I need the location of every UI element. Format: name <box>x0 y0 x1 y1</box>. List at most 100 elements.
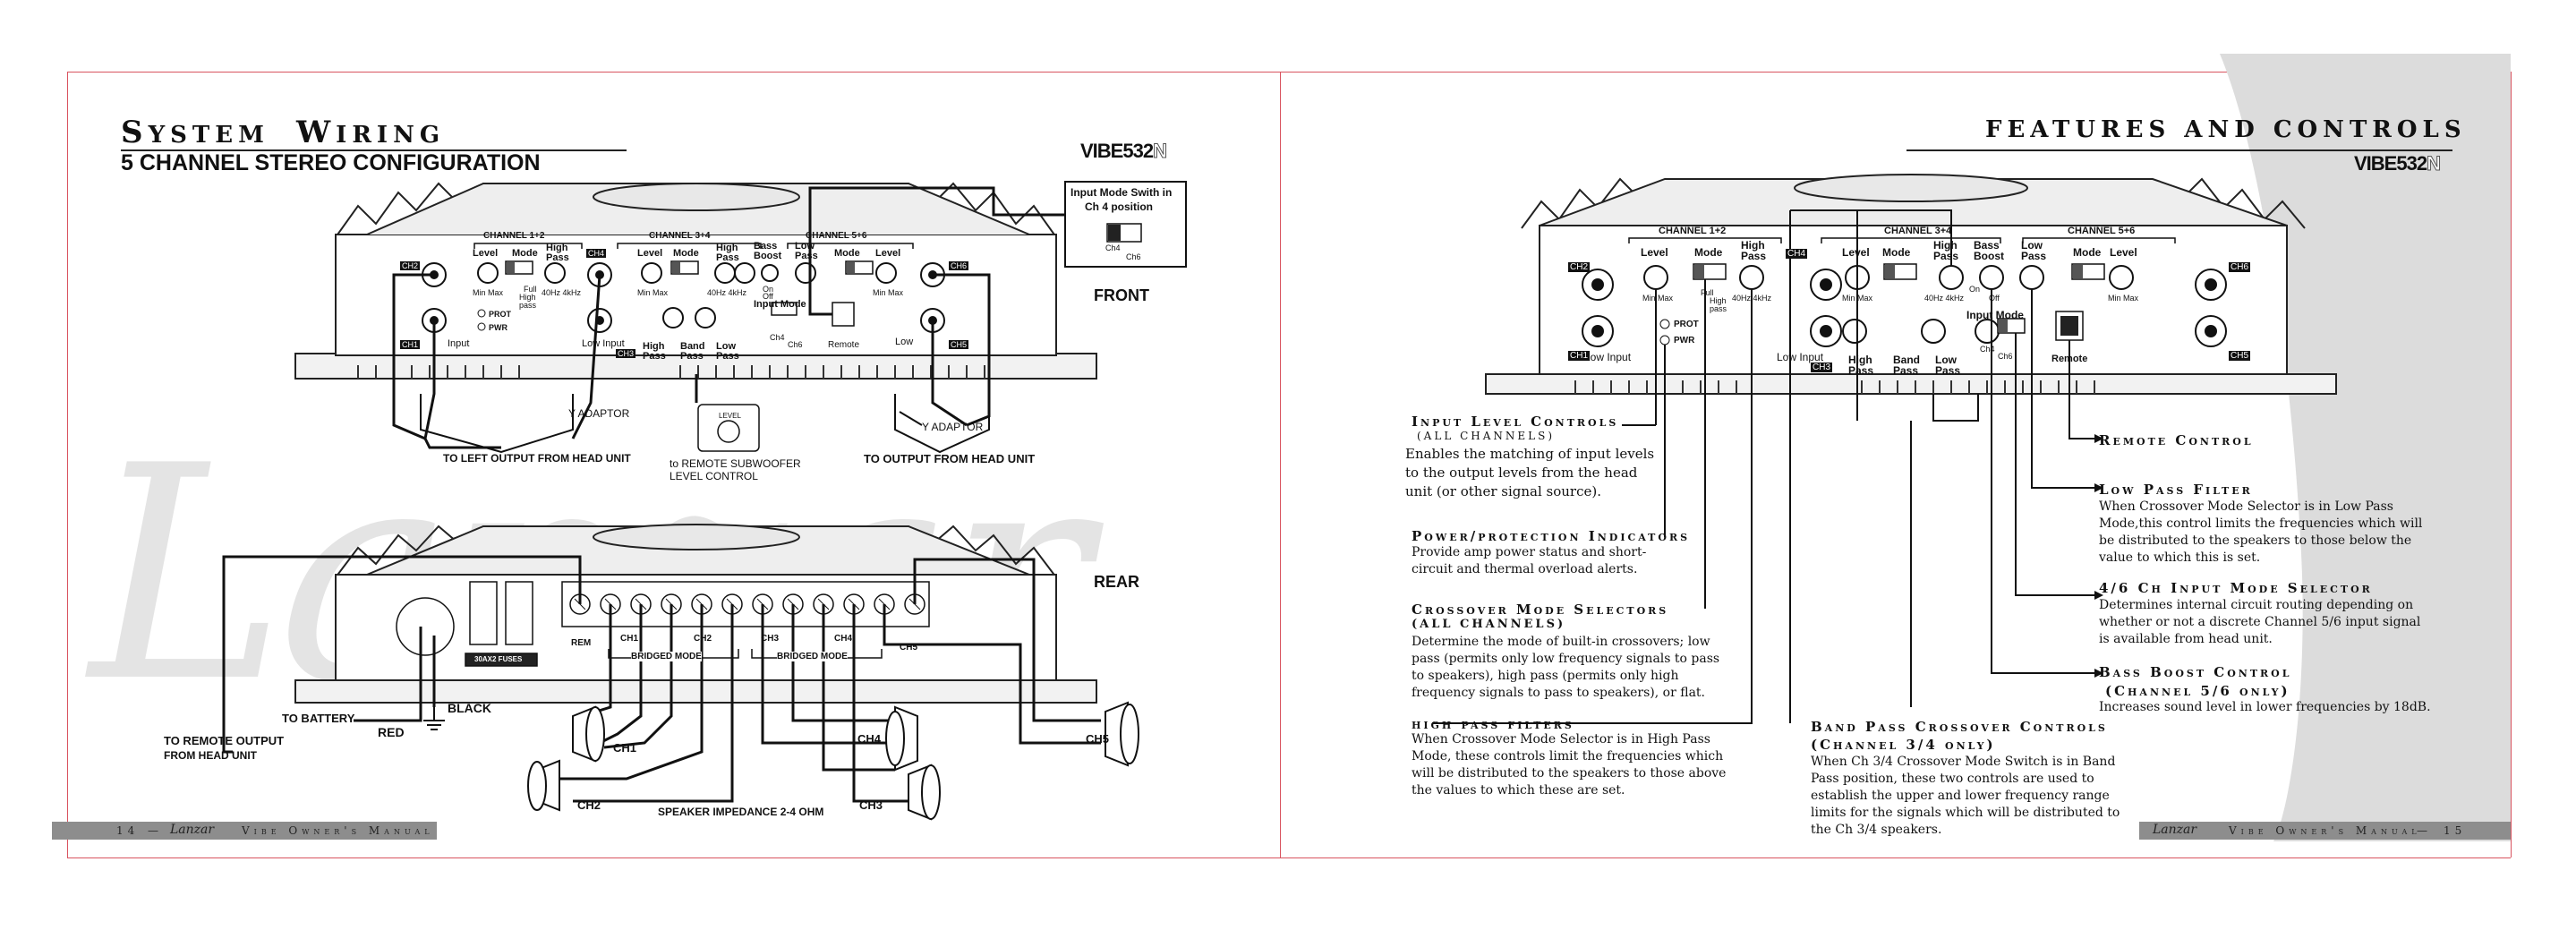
front-prot-label: PROT <box>489 310 512 319</box>
right-page-title: FEATURES AND CONTROLS <box>1985 116 2467 143</box>
rp-full-1: Full <box>1701 288 1714 297</box>
front-pwr-label: PWR <box>489 323 508 332</box>
rear-fuse-label: 30AX2 FUSES <box>474 655 523 663</box>
rp-bandpass-b: Band Pass <box>1893 354 1920 377</box>
front-ch3-tag: CH3 <box>616 349 636 358</box>
front-low-pass-label: Low Pass <box>795 241 818 261</box>
rp-level-2: Level <box>1842 246 1870 259</box>
rear-ch1-label: CH1 <box>620 634 639 644</box>
callout-line-2: Ch 4 position <box>1085 201 1153 213</box>
rp-hz-1: 40Hz 4kHz <box>1732 294 1772 303</box>
rear-ch4-label: CH4 <box>834 634 853 644</box>
rp-minmax-2: Min Max <box>1842 294 1873 303</box>
channel-header-34: CHANNEL 3+4 <box>649 231 711 241</box>
title-letter: W <box>295 115 337 150</box>
rp-input-mode: Input Mode <box>1966 309 2024 321</box>
front-ch6-tag: CH6 <box>949 261 969 270</box>
front-ch1-tag: CH1 <box>400 340 421 349</box>
rp-minmax-3: Min Max <box>2108 294 2139 303</box>
title-word: YSTEM <box>148 122 269 149</box>
left-footer-manual: Vibe Owner's Manual <box>242 824 434 837</box>
channel-header-56: CHANNEL 5+6 <box>806 231 867 241</box>
feature-crossover-text: Determine the mode of built-in crossover… <box>1412 635 1720 700</box>
rear-bridged-label-2: BRIDGED MODE <box>777 652 848 661</box>
left-model-name: VIBE532N <box>1080 140 1167 163</box>
rear-rem-label: REM <box>571 638 592 648</box>
model-suffix: N <box>2427 152 2442 175</box>
front-bandpass-b: Band Pass <box>680 341 705 362</box>
speaker-impedance-label: SPEAKER IMPEDANCE 2-4 OHM <box>658 806 824 818</box>
callout-ch4: Ch4 <box>1105 243 1121 252</box>
speaker-ch3-label: CH3 <box>859 798 883 812</box>
front-ch4-label: Ch4 <box>770 333 785 342</box>
front-input-mode-label: Input Mode <box>754 299 806 310</box>
rp-mode-2: Mode <box>1882 246 1911 259</box>
feature-crossover-sub: (ALL CHANNELS) <box>1412 618 1566 631</box>
front-high-pass-label: High Pass <box>546 243 569 263</box>
remote-knob-label: LEVEL <box>719 412 741 420</box>
feature-highpass-heading: high pass filters <box>1412 716 1574 732</box>
left-footer-dash: — <box>148 824 163 837</box>
feature-bandpass-heading: Band Pass Crossover Controls <box>1811 719 2108 735</box>
front-level-label-3: Level <box>875 248 901 259</box>
feature-ch46-heading: 4/6 Ch Input Mode Selector <box>2099 580 2373 596</box>
rp-channel-header-56: CHANNEL 5+6 <box>2068 226 2136 236</box>
rp-hz-2: 40Hz 4kHz <box>1924 294 1965 303</box>
remote-sub-line-2: LEVEL CONTROL <box>670 470 758 482</box>
rear-ch5-label: CH5 <box>900 643 918 653</box>
front-level-label-2: Level <box>637 248 663 259</box>
rp-highpass-s-1: High pass <box>1710 296 1727 313</box>
front-high-pass-small: High pass <box>519 293 537 310</box>
speaker-ch4-label: CH4 <box>857 732 882 746</box>
rp-low-input-2: Low Input <box>1777 351 1824 363</box>
feature-bassboost-sub: (Channel 5/6 only) <box>2105 683 2290 699</box>
rp-low-input-1: Low Input <box>1584 351 1632 363</box>
rear-ch3-label: CH3 <box>761 634 780 644</box>
channel-header-12: CHANNEL 1+2 <box>483 231 545 241</box>
rp-channel-header-12: CHANNEL 1+2 <box>1659 226 1727 236</box>
front-full-label: Full <box>524 285 537 294</box>
right-footer-manual: Vibe Owner's Manual <box>2229 824 2421 837</box>
rp-highpass-1: High Pass <box>1741 239 1767 262</box>
front-label: FRONT <box>1094 286 1149 304</box>
feature-ch46-text: Determines internal circuit routing depe… <box>2099 598 2421 646</box>
front-hz-label-2: 40Hz 4kHz <box>707 288 747 297</box>
y-adaptor-label-2: Y ADAPTOR <box>922 421 984 433</box>
right-footer-bar <box>2139 822 2511 840</box>
to-remote-output-line-1: TO REMOTE OUTPUT <box>164 734 285 747</box>
front-off-label: Off <box>763 292 773 301</box>
callout-ch6: Ch6 <box>1126 252 1141 261</box>
speaker-ch2-label: CH2 <box>577 798 601 812</box>
rp-ch2-tag: CH2 <box>1568 262 1591 272</box>
left-page-title: SYSTEM WIRING <box>121 115 445 150</box>
left-page-subtitle: 5 CHANNEL STEREO CONFIGURATION <box>121 150 541 175</box>
feature-bassboost-text: Increases sound level in lower frequenci… <box>2099 700 2431 714</box>
rp-ch6-tag: CH6 <box>2229 262 2251 272</box>
speaker-ch5-label: CH5 <box>1086 732 1110 746</box>
feature-highpass-text: When Crossover Mode Selector is in High … <box>1412 732 1727 798</box>
front-minmax-label-3: Min Max <box>873 288 904 297</box>
feature-lowpass-text: When Crossover Mode Selector is in Low P… <box>2099 499 2423 565</box>
front-input-label: Input <box>448 338 470 349</box>
black-label: BLACK <box>448 701 491 715</box>
right-footer-brand: Lanzar <box>2153 823 2197 837</box>
to-left-output-label: TO LEFT OUTPUT FROM HEAD UNIT <box>443 452 631 465</box>
to-output-label: TO OUTPUT FROM HEAD UNIT <box>864 452 1036 465</box>
front-hz-label: 40Hz 4kHz <box>542 288 582 297</box>
speaker-ch1-label: CH1 <box>613 741 637 755</box>
front-lowpass-b: Low Pass <box>716 341 739 362</box>
feature-power-text: Provide amp power status and short-circu… <box>1412 545 1647 576</box>
front-level-label: Level <box>473 248 499 259</box>
to-battery-label: TO BATTERY <box>282 712 355 725</box>
rp-prot: PROT <box>1674 320 1699 329</box>
front-mode-label-3: Mode <box>834 248 860 259</box>
title-word: IRING <box>336 122 446 149</box>
frame-right-line <box>2511 72 2512 857</box>
rp-ch3-tag: CH3 <box>1811 363 1833 372</box>
to-remote-output-line-2: FROM HEAD UNIT <box>164 749 257 762</box>
frame-bottom-line <box>67 857 2511 858</box>
feature-lowpass-heading: Low Pass Filter <box>2099 482 2253 498</box>
